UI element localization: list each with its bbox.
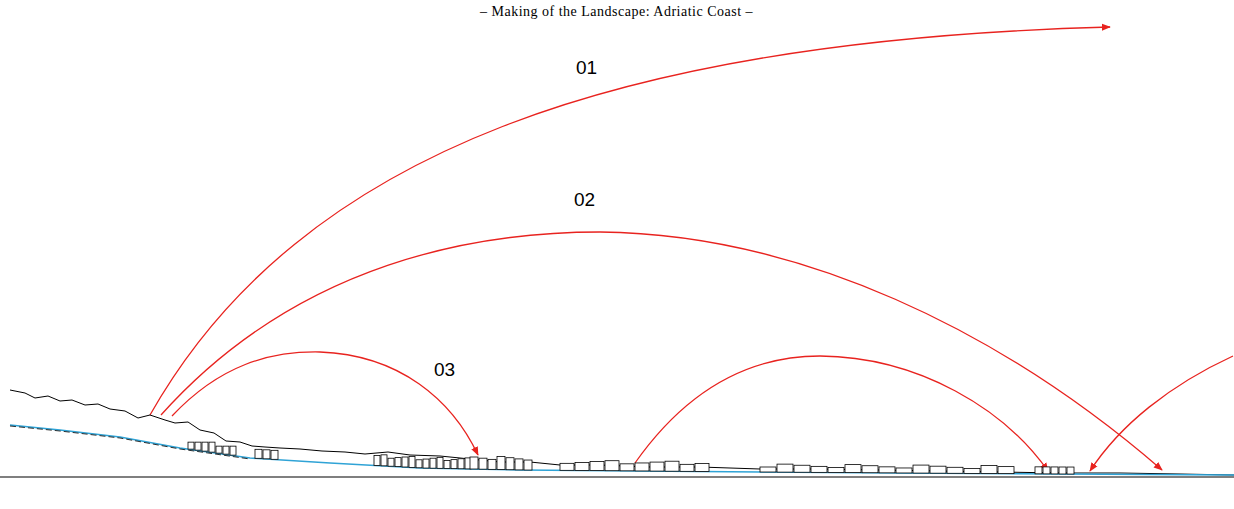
building: [479, 458, 487, 469]
building: [635, 463, 649, 471]
building: [430, 458, 436, 468]
building: [409, 456, 415, 467]
building: [444, 460, 450, 468]
building: [255, 449, 262, 458]
building: [695, 463, 709, 471]
building: [216, 446, 222, 453]
building: [1059, 467, 1066, 474]
building: [374, 455, 380, 465]
building: [423, 459, 429, 468]
building: [458, 459, 464, 469]
sea-level-line: [0, 476, 1234, 477]
building: [845, 465, 861, 473]
building: [395, 458, 401, 467]
callout-number: 03: [434, 359, 455, 381]
building: [1043, 467, 1050, 474]
building: [437, 457, 443, 468]
building: [402, 457, 408, 467]
building: [964, 468, 980, 473]
building: [1051, 467, 1058, 474]
building: [451, 460, 457, 469]
building: [1067, 467, 1074, 474]
building: [271, 450, 278, 459]
building: [794, 465, 810, 472]
building: [263, 450, 270, 459]
flow-arrows: [150, 27, 1233, 471]
building: [209, 442, 215, 452]
building: [470, 457, 478, 469]
building: [560, 463, 574, 470]
building: [575, 462, 589, 470]
building: [760, 467, 776, 472]
building: [381, 455, 387, 466]
road-line: [10, 426, 250, 459]
building: [947, 467, 963, 473]
building: [1035, 467, 1042, 474]
building: [680, 464, 694, 471]
building: [488, 459, 496, 469]
building: [665, 461, 679, 471]
callout-number: 01: [576, 57, 597, 79]
diagram-title: – Making of the Landscape: Adriatic Coas…: [480, 4, 753, 20]
coastline: [10, 425, 1234, 475]
building: [650, 462, 664, 471]
building: [202, 442, 208, 451]
building: [913, 465, 929, 473]
building: [416, 460, 422, 468]
building: [388, 458, 394, 466]
callout-number: 02: [574, 189, 595, 211]
building: [223, 446, 229, 454]
arc-arrow: [150, 27, 1110, 415]
arc-arrow: [1090, 356, 1233, 471]
building: [930, 466, 946, 473]
arc-arrow: [172, 352, 478, 455]
arc-arrow: [635, 356, 1048, 471]
building: [828, 467, 844, 472]
building: [590, 462, 604, 471]
building: [515, 459, 523, 470]
building: [230, 446, 236, 455]
building: [506, 458, 514, 470]
terrain-profile: [10, 390, 1234, 475]
building: [195, 442, 201, 450]
building: [605, 461, 619, 471]
building: [998, 467, 1014, 474]
building: [524, 460, 532, 470]
building: [777, 464, 793, 472]
building: [879, 467, 895, 473]
arc-arrow: [161, 232, 1162, 470]
building: [811, 466, 827, 472]
building: [862, 466, 878, 473]
building: [981, 466, 997, 474]
building: [497, 457, 505, 470]
building: [896, 468, 912, 473]
buildings: [188, 442, 1074, 474]
building: [188, 442, 194, 449]
building: [620, 464, 634, 471]
